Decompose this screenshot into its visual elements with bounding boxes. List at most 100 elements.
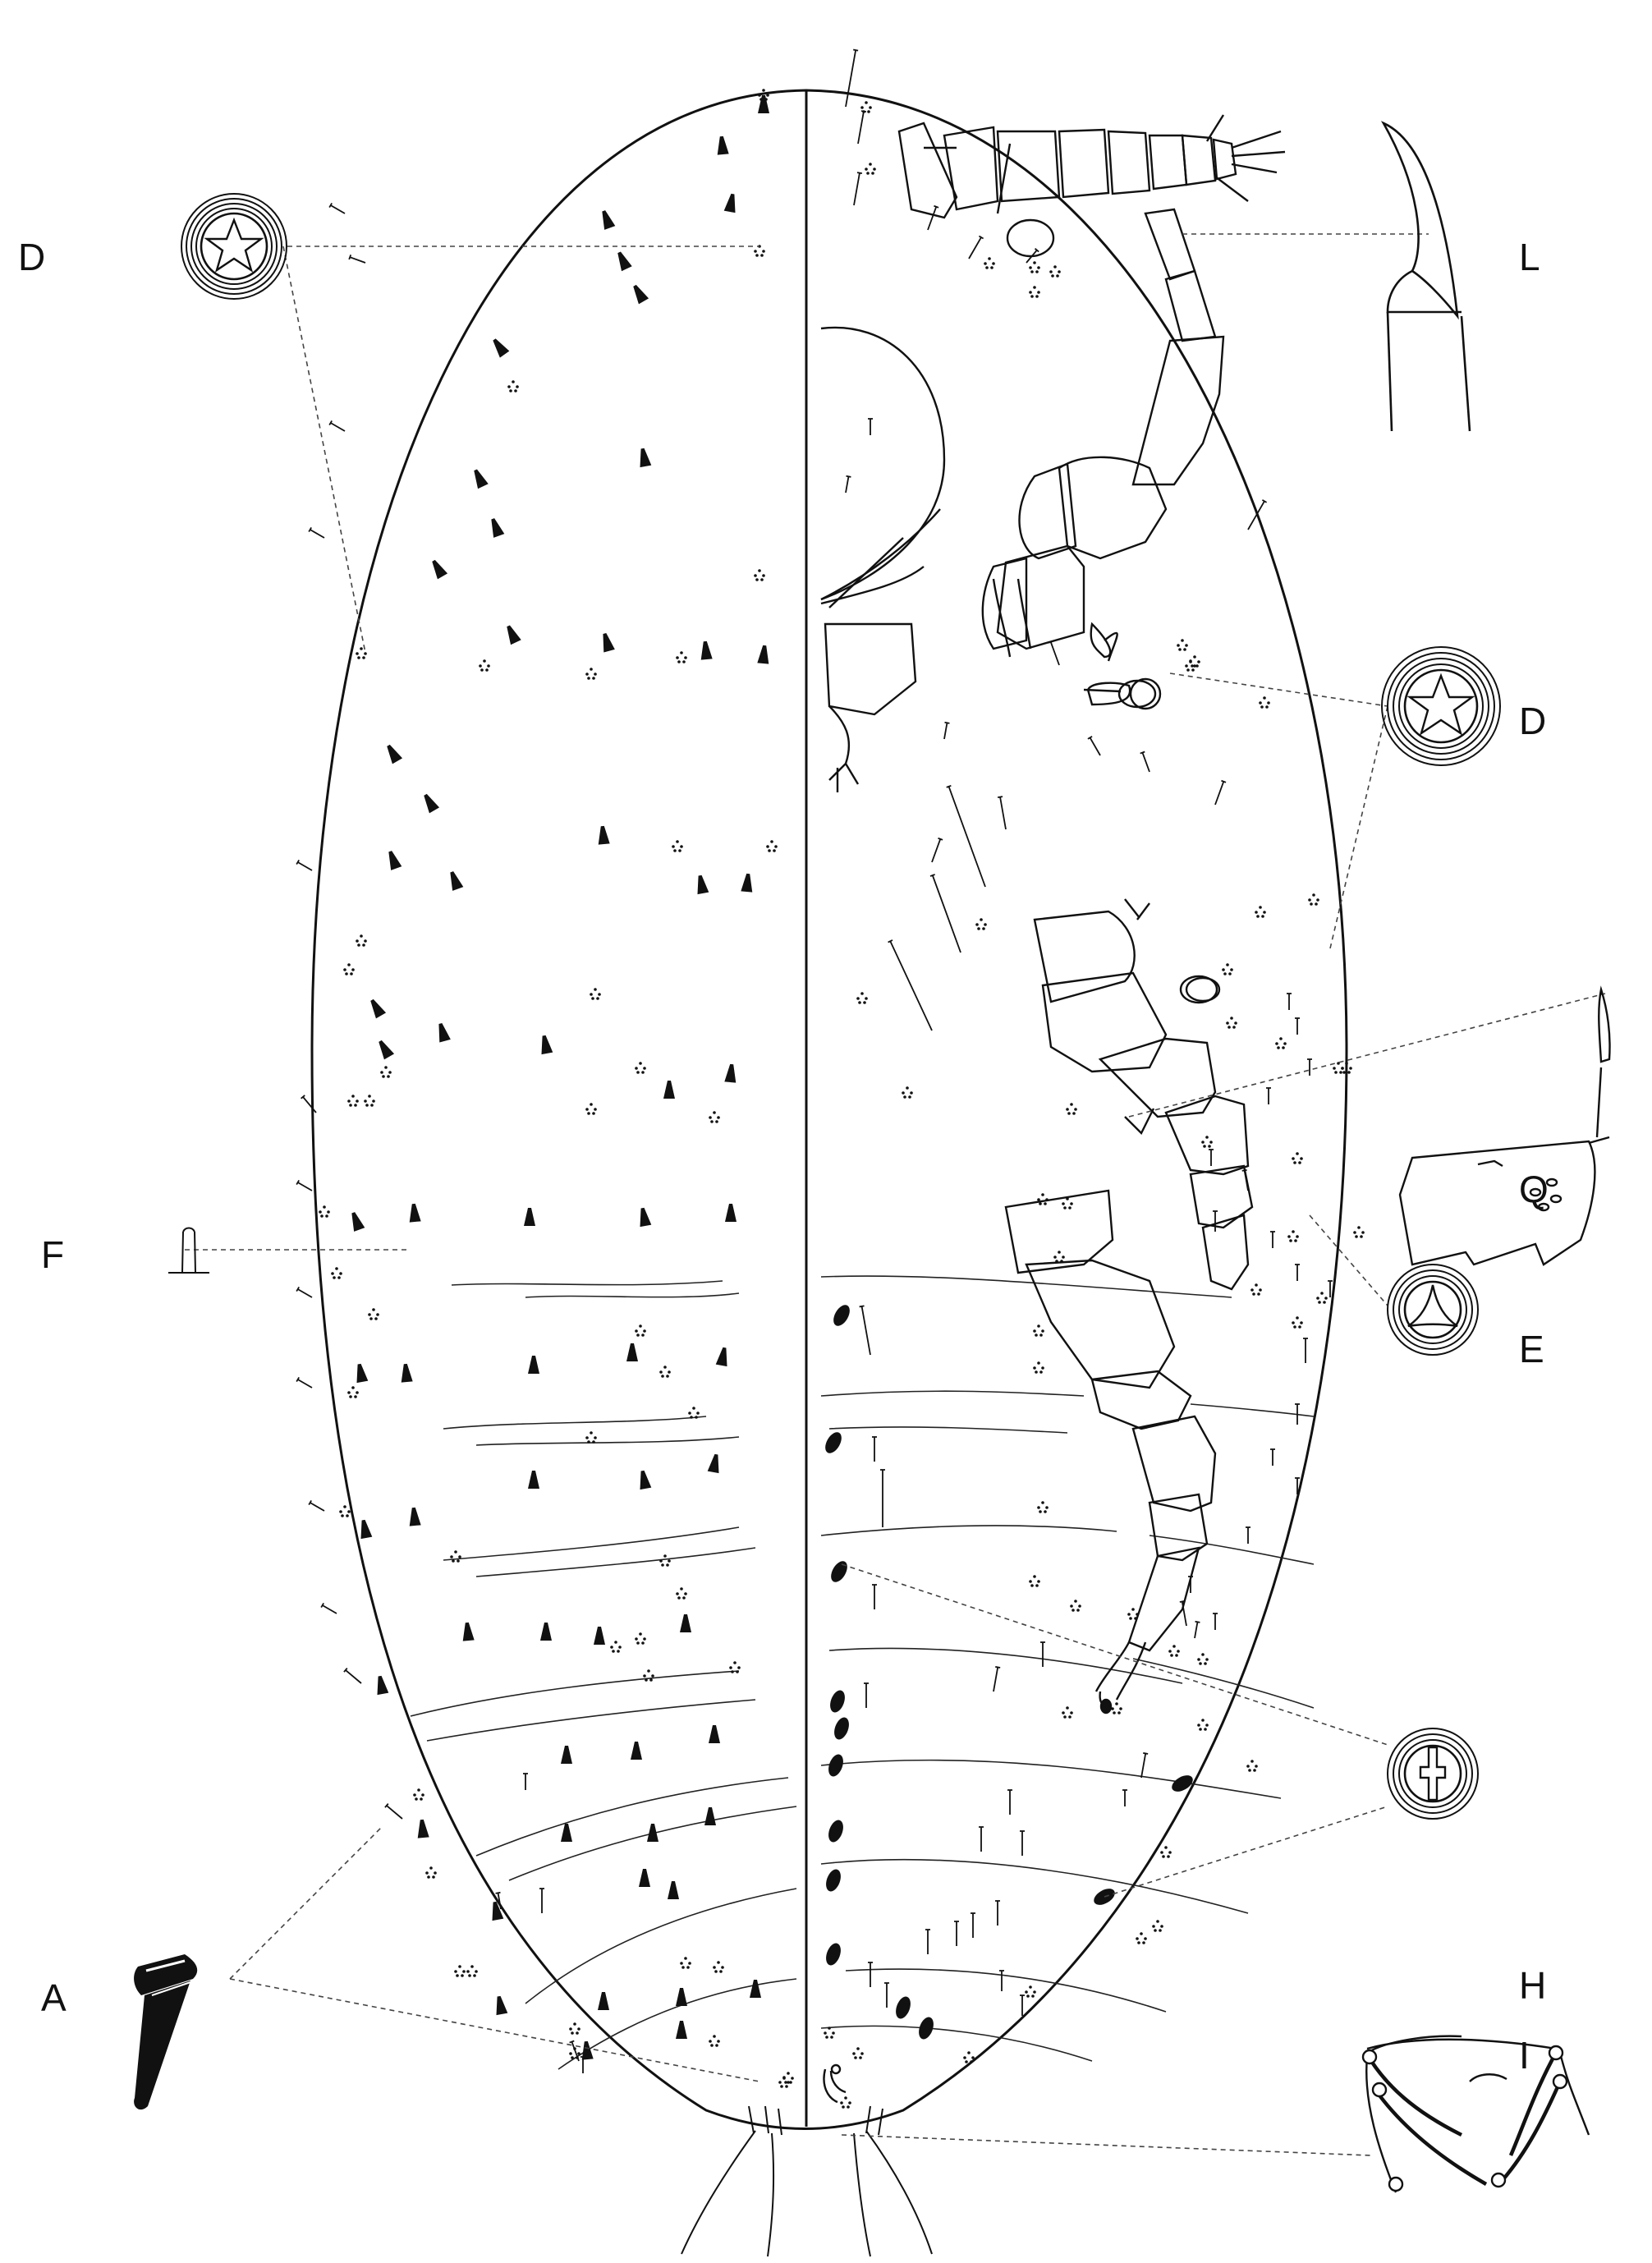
pore-dot	[714, 1970, 718, 1973]
pore-dot	[594, 1108, 597, 1111]
hair-seta	[523, 1773, 528, 1790]
pore-dot	[461, 1974, 464, 1977]
pore-dot	[759, 98, 763, 101]
pore-dot	[360, 934, 363, 938]
pore-dot	[1025, 1990, 1028, 1994]
conical-seta	[717, 135, 729, 155]
pore-dot	[828, 2027, 831, 2030]
pore-dot	[1204, 1728, 1207, 1731]
pore-dot	[1037, 1506, 1040, 1509]
pore-dot	[1259, 701, 1262, 705]
pore-dot	[860, 106, 864, 109]
pore-dot	[364, 652, 367, 655]
pore-dot	[710, 2044, 714, 2047]
pore-dot	[737, 1666, 741, 1669]
coxa-inset-q	[1398, 985, 1611, 1266]
pore-dot	[988, 257, 991, 260]
pore-dot	[587, 677, 590, 680]
pore-dot	[350, 972, 353, 975]
pore-dot	[1066, 1706, 1069, 1710]
pore-dot	[1296, 1316, 1299, 1320]
anal-lobe-setae	[681, 2105, 933, 2257]
pore-dot	[1323, 1301, 1326, 1304]
pore-dot	[1197, 1724, 1200, 1727]
pore-dot	[643, 1329, 646, 1333]
hair-seta	[1213, 1613, 1218, 1630]
pore-dot	[612, 1650, 615, 1653]
hair-seta	[872, 1584, 877, 1609]
pore-dot	[1265, 705, 1269, 709]
body-outline	[310, 89, 1348, 2130]
pore-dot	[1296, 1235, 1299, 1238]
conical-seta	[424, 793, 440, 814]
pore-dot	[364, 1099, 367, 1103]
pore-dot	[696, 1412, 700, 1415]
pore-dot	[636, 1071, 640, 1074]
pore-dot	[376, 1313, 379, 1316]
pore-dot	[676, 1592, 679, 1595]
hair-seta	[1213, 1210, 1218, 1232]
pore-dot	[434, 1871, 437, 1875]
pore-dot	[1201, 1719, 1205, 1722]
conical-seta	[757, 645, 769, 664]
hair-seta	[1188, 1576, 1193, 1593]
pore-dot	[1062, 1202, 1065, 1205]
pore-dot	[677, 660, 681, 663]
conical-seta	[356, 1363, 369, 1384]
pore-dot	[1230, 968, 1233, 971]
pore-dot	[1039, 1202, 1042, 1205]
pore-dot	[1029, 266, 1032, 269]
conical-seta	[633, 284, 649, 305]
pore-dot	[980, 918, 983, 921]
pore-dot	[680, 1962, 683, 1965]
pore-dot	[571, 2056, 574, 2059]
hair-seta	[308, 526, 325, 539]
pore-dot	[1156, 1920, 1159, 1923]
pore-dot	[645, 1678, 648, 1682]
pore-dot	[680, 845, 683, 848]
pore-dot	[668, 1370, 671, 1374]
pore-dot	[592, 677, 595, 680]
label-q: Q	[1519, 1168, 1549, 1210]
pore-dot	[1223, 972, 1227, 975]
pore-dot	[643, 1067, 646, 1070]
pore-dot	[635, 1637, 638, 1641]
conical-seta	[409, 1203, 421, 1223]
conical-seta	[496, 1995, 508, 2016]
pore-dot	[1113, 1711, 1116, 1714]
pore-dot	[666, 1563, 669, 1567]
pore-dot	[1160, 1925, 1163, 1928]
pore-dot	[824, 2031, 827, 2035]
conical-seta	[388, 851, 402, 870]
pore-dot	[585, 1436, 589, 1439]
pore-dot	[770, 840, 773, 843]
hair-seta	[995, 1900, 1000, 1926]
pore-dot	[1068, 1206, 1072, 1210]
pore-dot	[661, 1563, 664, 1567]
pore-dot	[351, 1386, 355, 1389]
pore-dot	[512, 380, 515, 383]
pore-dot	[450, 1555, 453, 1558]
pore-dot	[1193, 664, 1196, 668]
pore-dot	[641, 1641, 645, 1645]
hair-seta	[1007, 1789, 1012, 1815]
conical-seta	[640, 1207, 652, 1228]
pore-dot	[1033, 1366, 1036, 1370]
pore-dot	[762, 574, 765, 577]
hair-seta	[1122, 1789, 1127, 1806]
pore-dot	[415, 1797, 418, 1801]
label-h: H	[1519, 1964, 1547, 2007]
pore-dot	[860, 992, 864, 995]
pore-dot	[1205, 1724, 1209, 1727]
pore-dot	[1361, 1231, 1365, 1234]
pore-dot	[1255, 911, 1258, 914]
pore-dot	[873, 168, 876, 171]
pore-dot	[1035, 295, 1039, 298]
pore-dot	[569, 2027, 572, 2031]
pore-dot	[1228, 1026, 1231, 1029]
pore-dot	[867, 110, 870, 113]
pore-dot	[590, 668, 593, 671]
pore-dot	[963, 2056, 966, 2059]
pore-dot	[1208, 1145, 1211, 1148]
pore-dot	[587, 1112, 590, 1115]
